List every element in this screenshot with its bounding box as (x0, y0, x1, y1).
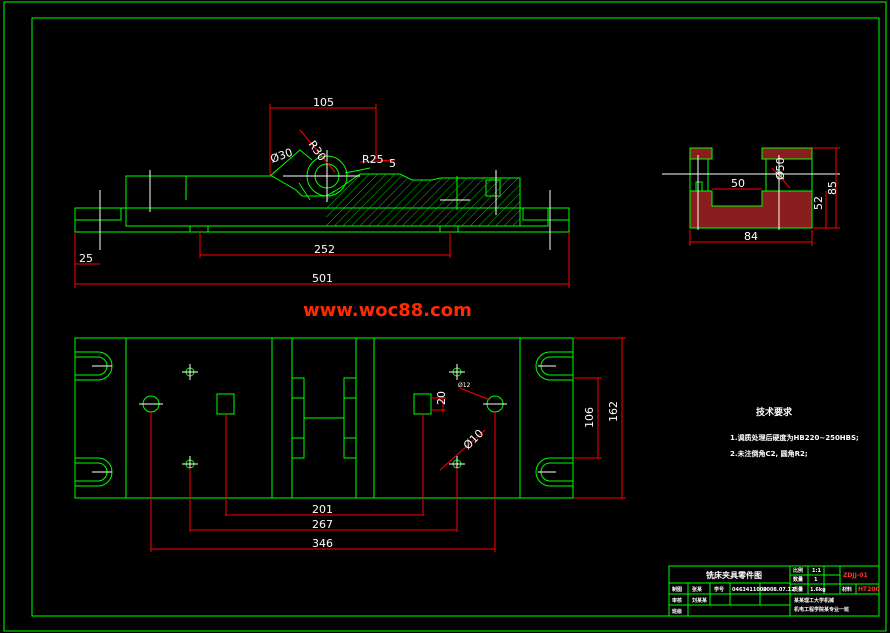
tb-drawing-name: 铣床夹具零件图 (706, 570, 762, 580)
title-block (668, 565, 880, 617)
inner-frame (31, 17, 880, 617)
side-dimensions (689, 147, 840, 246)
tb-weight: 1.6kg (810, 587, 826, 593)
dim-side-85: 85 (826, 181, 839, 195)
tb-class-label: 班级 (672, 608, 682, 615)
dim-plan-267: 267 (312, 518, 333, 531)
tb-material-label: 材料 (842, 586, 852, 593)
dim-side-50: 50 (731, 177, 745, 190)
tb-material: HT200 (858, 586, 880, 593)
tb-designer: 张某 (692, 586, 703, 593)
tb-std-label: 学号 (714, 586, 724, 593)
plan-dimensions (150, 337, 626, 552)
dim-front-5: 5 (389, 157, 396, 170)
tech-requirements-title: 技术要求 (756, 406, 793, 418)
tb-student-no: 0463411000 (732, 587, 767, 593)
dim-front-105: 105 (313, 96, 334, 109)
side-centerlines (662, 155, 840, 230)
tech-requirement-2: 2.未注倒角C2, 圆角R2; (730, 449, 808, 458)
plan-centerlines (92, 364, 556, 473)
tb-checker-label: 审核 (672, 597, 682, 604)
dim-front-d30: Ø30 (269, 146, 295, 166)
dim-plan-106: 106 (583, 407, 596, 428)
tech-requirement-1: 1.调质处理后硬度为HB220~250HBS; (730, 433, 859, 442)
tb-scale-label: 比例 (793, 567, 803, 574)
tb-drawing-no: ZDJJ-01 (843, 572, 868, 579)
plan-view (74, 337, 574, 499)
dim-plan-346: 346 (312, 537, 333, 550)
dim-side-52: 52 (812, 196, 825, 210)
tb-weight-label: 质量 (793, 586, 803, 593)
tb-school-line2: 机电工程学院某专业一班 (793, 606, 849, 613)
outer-frame (3, 1, 887, 632)
dim-front-25: 25 (79, 252, 93, 265)
front-centerlines (99, 150, 551, 250)
dim-front-r25: R25 (362, 153, 384, 166)
dim-plan-20: 20 (435, 391, 448, 405)
dim-plan-201: 201 (312, 503, 333, 516)
dim-front-501: 501 (312, 272, 333, 285)
tb-qty: 1 (814, 577, 818, 583)
tb-designer-label: 制图 (672, 586, 682, 593)
front-section-hatch (326, 174, 520, 226)
front-dimensions (74, 104, 570, 288)
tb-checker: 刘某某 (692, 597, 708, 604)
dim-side-d50: Ø50 (774, 157, 787, 180)
side-view (689, 147, 813, 229)
dim-front-252: 252 (314, 243, 335, 256)
watermark: www.woc88.com (303, 300, 472, 321)
tb-qty-label: 数量 (793, 576, 803, 583)
dim-side-84: 84 (744, 230, 758, 243)
dim-plan-162: 162 (607, 401, 620, 422)
tb-scale: 1:1 (812, 568, 821, 574)
tb-school-line1: 某某理工大学机械 (793, 597, 834, 604)
tb-date: 2008.07.12 (763, 587, 795, 593)
dim-plan-d12: Ø12 (458, 382, 471, 389)
